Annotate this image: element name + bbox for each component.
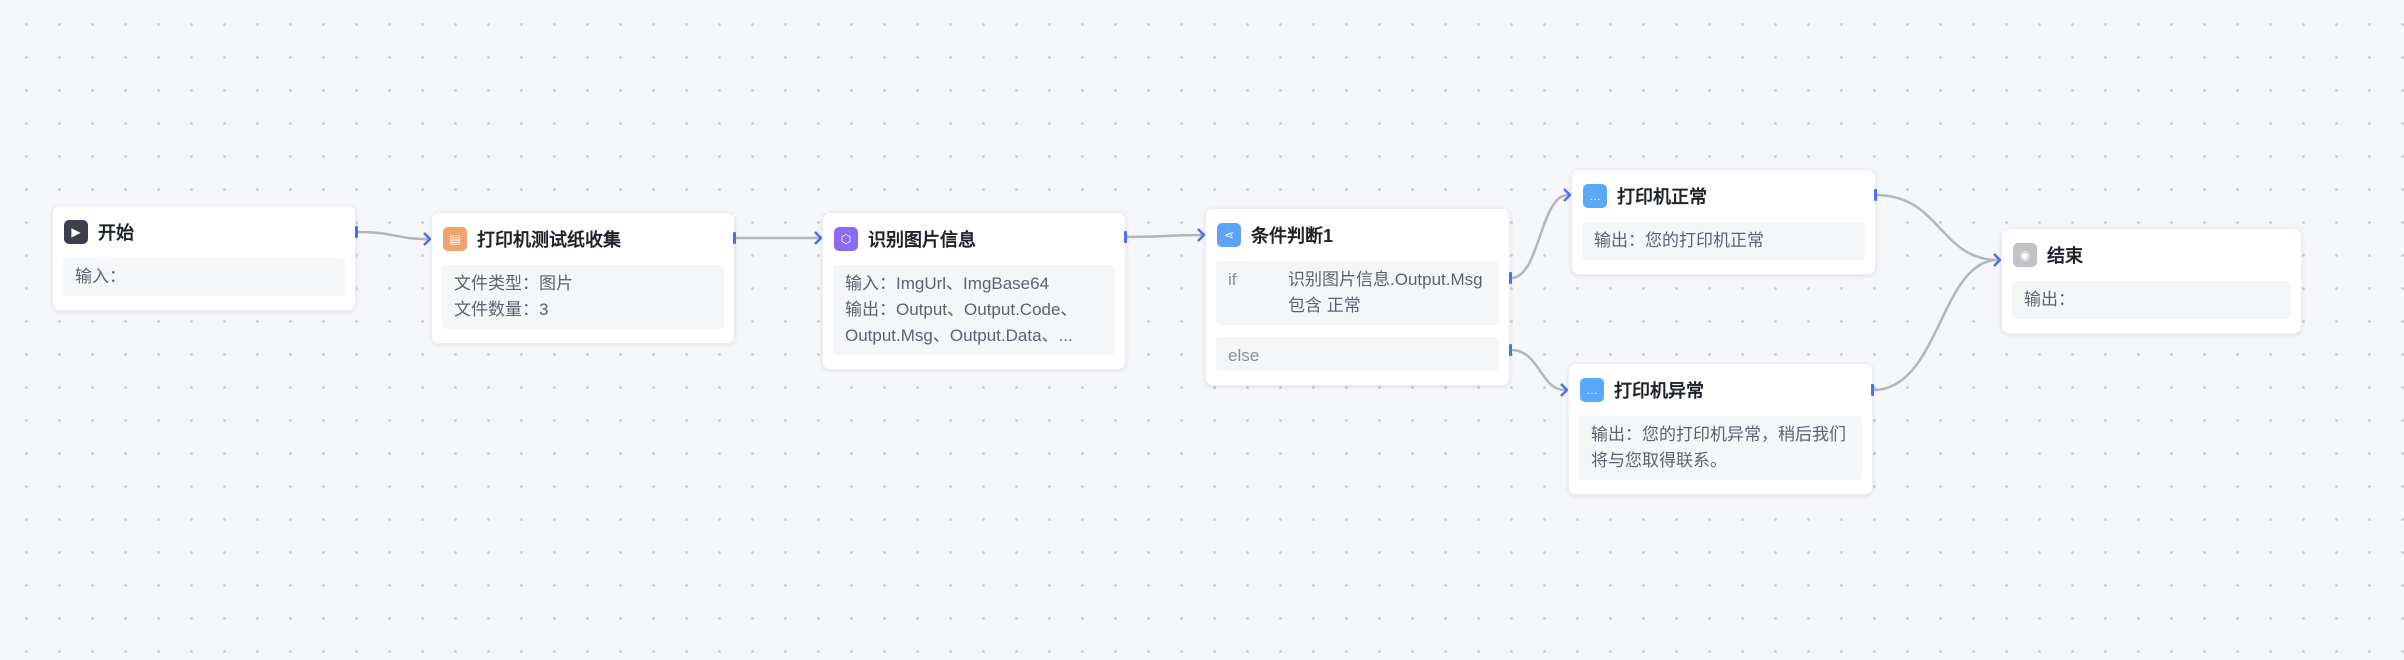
if-port[interactable] (1509, 272, 1512, 284)
node-line: 输入： (75, 267, 126, 286)
node-start[interactable]: ▶ 开始 输入： (52, 205, 356, 311)
node-line: 输出：您的打印机正常 (1594, 231, 1764, 250)
plugin-icon: ⬡ (834, 227, 858, 251)
node-title: 打印机异常 (1614, 381, 1704, 401)
output-port[interactable] (1124, 231, 1127, 243)
arrow-icon (1560, 383, 1569, 397)
node-line: Output.Msg、Output.Data、... (845, 326, 1073, 345)
message-icon: … (1583, 184, 1607, 208)
else-port[interactable] (1509, 344, 1512, 356)
node-line: 输入：ImgUrl、ImgBase64 (845, 274, 1050, 293)
edge-recognize-condition (1125, 233, 1203, 239)
node-line: 输出：您的打印机异常，稍后我们将与您取得联系。 (1591, 425, 1846, 470)
document-icon: ▤ (443, 227, 467, 251)
arrow-icon (1993, 253, 2002, 267)
stop-icon: ◉ (2013, 243, 2037, 267)
edge-abnormal-end (1872, 258, 1999, 392)
node-title: 打印机正常 (1617, 187, 1707, 207)
else-label: else (1228, 346, 1260, 365)
output-port[interactable] (355, 226, 358, 238)
node-condition[interactable]: ⋖ 条件判断1 if 识别图片信息.Output.Msg 包含 正常 else (1205, 208, 1510, 386)
message-icon: … (1580, 378, 1604, 402)
arrow-icon (423, 232, 432, 246)
node-end[interactable]: ◉ 结束 输出： (2001, 228, 2302, 334)
arrow-icon (1197, 228, 1206, 242)
edge-start-collect (356, 230, 429, 241)
node-normal[interactable]: … 打印机正常 输出：您的打印机正常 (1571, 169, 1876, 275)
node-recognize[interactable]: ⬡ 识别图片信息 输入：ImgUrl、ImgBase64 输出：Output、Out… (822, 212, 1126, 370)
node-title: 条件判断1 (1251, 226, 1334, 246)
node-line: 文件类型：图片 (454, 274, 573, 293)
if-label: if (1228, 270, 1237, 289)
node-abnormal[interactable]: … 打印机异常 输出：您的打印机异常，稍后我们将与您取得联系。 (1568, 363, 1873, 495)
node-collect[interactable]: ▤ 打印机测试纸收集 文件类型：图片文件数量：3 (431, 212, 735, 344)
edge-condition-normal (1510, 193, 1569, 280)
edge-normal-end (1875, 193, 1999, 262)
node-title: 识别图片信息 (868, 230, 976, 250)
node-line: 文件数量：3 (454, 300, 549, 319)
node-title: 打印机测试纸收集 (477, 230, 621, 250)
edge-condition-abnormal (1510, 348, 1566, 392)
arrow-icon (814, 231, 823, 245)
node-line: 输出： (2024, 290, 2075, 309)
output-port[interactable] (1871, 384, 1874, 396)
arrow-icon (1563, 188, 1572, 202)
output-port[interactable] (1874, 189, 1877, 201)
play-icon: ▶ (64, 220, 88, 244)
if-condition: 识别图片信息.Output.Msg 包含 正常 (1288, 270, 1483, 315)
branch-icon: ⋖ (1217, 223, 1241, 247)
node-line: 输出：Output、Output.Code、 (845, 300, 1078, 319)
node-title: 开始 (98, 223, 134, 243)
node-title: 结束 (2047, 246, 2083, 266)
output-port[interactable] (733, 232, 736, 244)
